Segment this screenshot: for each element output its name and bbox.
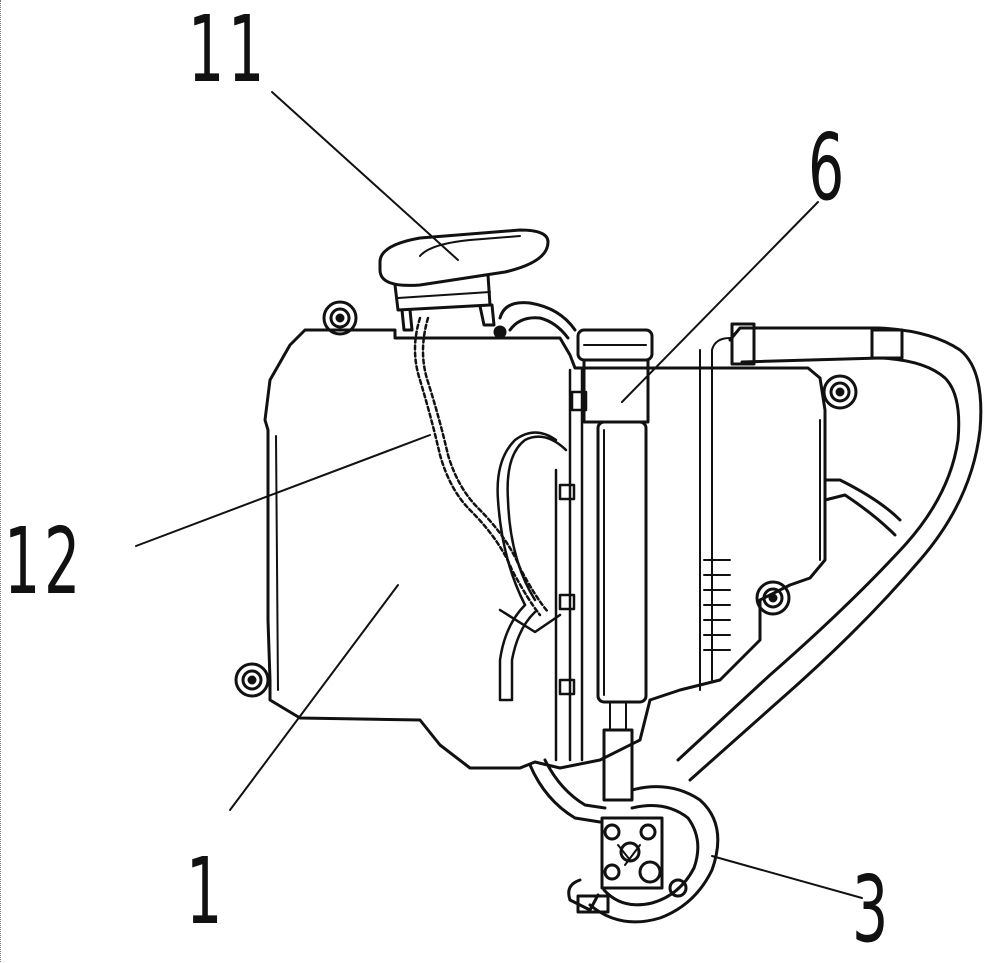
mounting-bolt-bottom-left (234, 662, 270, 698)
callout-label-filler-cap: 11 (188, 0, 269, 103)
leader-lines (135, 91, 863, 899)
reservoir-tank (263, 328, 827, 770)
leader-line-3 (711, 855, 863, 899)
callout-label-pump: 6 (808, 114, 845, 221)
return-line (676, 322, 983, 782)
page-edge (0, 0, 3, 962)
leader-line-1 (229, 584, 399, 811)
callout-label-tether-chain: 12 (4, 508, 85, 615)
mounting-bolt-bottom-right (755, 580, 791, 616)
callout-label-outlet-hose: 3 (852, 856, 889, 963)
fill-hose (498, 301, 577, 340)
valve-block (600, 816, 688, 898)
mounting-bolt-top-left (322, 300, 358, 336)
callout-label-reservoir-tank: 1 (186, 838, 223, 945)
internal-tubes (496, 368, 588, 762)
leader-line-6 (621, 201, 819, 403)
pump (576, 328, 731, 802)
tether-chain (413, 316, 550, 617)
outlet-hose (528, 758, 720, 924)
leader-line-12 (135, 434, 431, 547)
mounting-bolt-top-right (822, 374, 858, 410)
leader-line-11 (271, 91, 459, 261)
